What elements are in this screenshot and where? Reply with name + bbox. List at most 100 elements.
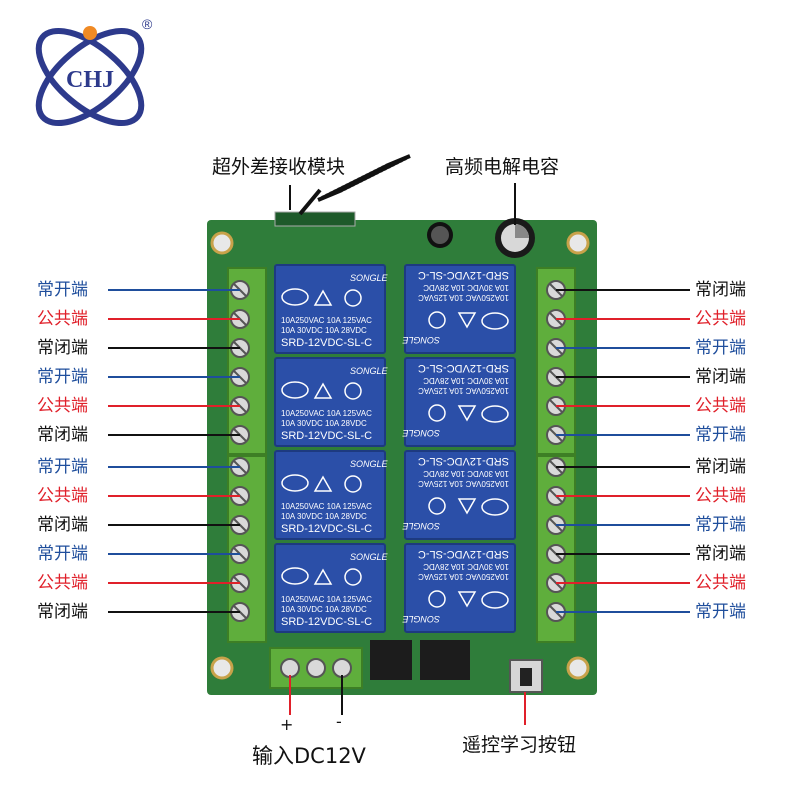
ul-mark-icon bbox=[428, 311, 446, 329]
right-terminal-label: 常开端 bbox=[695, 602, 746, 622]
ul-mark-icon bbox=[428, 497, 446, 515]
capacitor-label: 高频电解电容 bbox=[445, 156, 560, 178]
relay-model: SRD-12VDC-SL-C bbox=[418, 269, 509, 281]
relay-model: SRD-12VDC-SL-C bbox=[281, 616, 372, 628]
right-terminal-label: 常开端 bbox=[695, 425, 746, 445]
left-terminal-label: 常开端 bbox=[37, 457, 88, 477]
relay-rating-ac: 10A250VAC 10A 125VAC bbox=[281, 595, 372, 604]
cqc-mark-icon bbox=[281, 567, 309, 585]
relay-rating-dc: 10A 30VDC 10A 28VDC bbox=[281, 605, 367, 614]
relay-brand: SONGLE bbox=[401, 521, 440, 531]
power-input-label: 输入DC12V bbox=[252, 744, 366, 768]
left-terminal-label: 常开端 bbox=[37, 280, 88, 300]
callout-lines bbox=[289, 183, 526, 725]
warning-triangle-icon bbox=[457, 591, 477, 608]
left-terminal-label: 常开端 bbox=[37, 367, 88, 387]
relay-brand: SONGLE bbox=[350, 366, 389, 376]
relay-rating-ac: 10A250VAC 10A 125VAC bbox=[281, 409, 372, 418]
right-terminal-label: 常闭端 bbox=[695, 457, 746, 477]
right-terminal-label: 公共端 bbox=[695, 309, 746, 329]
minus-sign: - bbox=[336, 712, 342, 731]
right-terminal-label: 公共端 bbox=[695, 486, 746, 506]
logo-text: CHJ bbox=[66, 67, 114, 93]
ul-mark-icon bbox=[428, 404, 446, 422]
left-terminal-label: 常闭端 bbox=[37, 602, 88, 622]
left-terminal-label: 常闭端 bbox=[37, 515, 88, 535]
right-terminal-label: 公共端 bbox=[695, 573, 746, 593]
cqc-mark-icon bbox=[481, 312, 509, 330]
ul-mark-icon bbox=[344, 289, 362, 307]
rf-module bbox=[274, 211, 356, 227]
right-terminal-label: 常开端 bbox=[695, 338, 746, 358]
power-terminal bbox=[269, 647, 363, 689]
relay-brand: SONGLE bbox=[401, 428, 440, 438]
logo-dot-icon bbox=[83, 26, 97, 40]
relay-brand: SONGLE bbox=[401, 614, 440, 624]
left-terminal-label: 公共端 bbox=[37, 486, 88, 506]
plus-sign: + bbox=[280, 715, 294, 734]
left-terminal-label: 公共端 bbox=[37, 573, 88, 593]
left-terminal-label: 常开端 bbox=[37, 544, 88, 564]
cqc-mark-icon bbox=[281, 288, 309, 306]
registered-mark: ® bbox=[142, 16, 153, 32]
relay-rating-dc: 10A 30VDC 10A 28VDC bbox=[423, 283, 509, 292]
left-terminal-label: 常闭端 bbox=[37, 425, 88, 445]
right-terminal-label: 公共端 bbox=[695, 396, 746, 416]
warning-triangle-icon bbox=[313, 382, 333, 399]
learn-button-component bbox=[509, 659, 543, 693]
warning-triangle-icon bbox=[313, 289, 333, 306]
right-terminal-label: 常闭端 bbox=[695, 367, 746, 387]
right-terminal-label: 常闭端 bbox=[695, 280, 746, 300]
left-terminal-label: 公共端 bbox=[37, 309, 88, 329]
ul-mark-icon bbox=[344, 568, 362, 586]
relay-brand: SONGLE bbox=[350, 273, 389, 283]
relay-rating-ac: 10A250VAC 10A 125VAC bbox=[418, 293, 509, 302]
warning-triangle-icon bbox=[457, 405, 477, 422]
warning-triangle-icon bbox=[457, 312, 477, 329]
small-capacitor bbox=[427, 222, 453, 248]
relay-rating-ac: 10A250VAC 10A 125VAC bbox=[418, 479, 509, 488]
relay-rating-dc: 10A 30VDC 10A 28VDC bbox=[423, 376, 509, 385]
relay-brand: SONGLE bbox=[350, 552, 389, 562]
antenna-coil bbox=[298, 154, 411, 216]
cqc-mark-icon bbox=[481, 498, 509, 516]
relay-rating-dc: 10A 30VDC 10A 28VDC bbox=[423, 562, 509, 571]
relay-model: SRD-12VDC-SL-C bbox=[281, 337, 372, 349]
relay-brand: SONGLE bbox=[350, 459, 389, 469]
relay-model: SRD-12VDC-SL-C bbox=[418, 362, 509, 374]
cqc-mark-icon bbox=[281, 474, 309, 492]
left-terminal-label: 公共端 bbox=[37, 396, 88, 416]
ul-mark-icon bbox=[344, 475, 362, 493]
electrolytic-capacitor bbox=[495, 218, 535, 258]
right-terminal-label: 常闭端 bbox=[695, 544, 746, 564]
rf-module-label: 超外差接收模块 bbox=[212, 156, 346, 178]
cqc-mark-icon bbox=[481, 591, 509, 609]
relay-rating-ac: 10A250VAC 10A 125VAC bbox=[281, 502, 372, 511]
relay-brand: SONGLE bbox=[401, 335, 440, 345]
relay-model: SRD-12VDC-SL-C bbox=[281, 430, 372, 442]
cqc-mark-icon bbox=[481, 405, 509, 423]
relay-model: SRD-12VDC-SL-C bbox=[418, 548, 509, 560]
relay-rating-ac: 10A250VAC 10A 125VAC bbox=[418, 386, 509, 395]
warning-triangle-icon bbox=[457, 498, 477, 515]
warning-triangle-icon bbox=[313, 475, 333, 492]
ul-mark-icon bbox=[344, 382, 362, 400]
cqc-mark-icon bbox=[281, 381, 309, 399]
mounting-holes bbox=[210, 231, 590, 680]
relay-rating-dc: 10A 30VDC 10A 28VDC bbox=[423, 469, 509, 478]
ic-chip bbox=[420, 640, 470, 680]
left-terminal-label: 常闭端 bbox=[37, 338, 88, 358]
relay-rating-dc: 10A 30VDC 10A 28VDC bbox=[281, 326, 367, 335]
warning-triangle-icon bbox=[313, 568, 333, 585]
relay-rating-ac: 10A250VAC 10A 125VAC bbox=[418, 572, 509, 581]
relay-model: SRD-12VDC-SL-C bbox=[418, 455, 509, 467]
